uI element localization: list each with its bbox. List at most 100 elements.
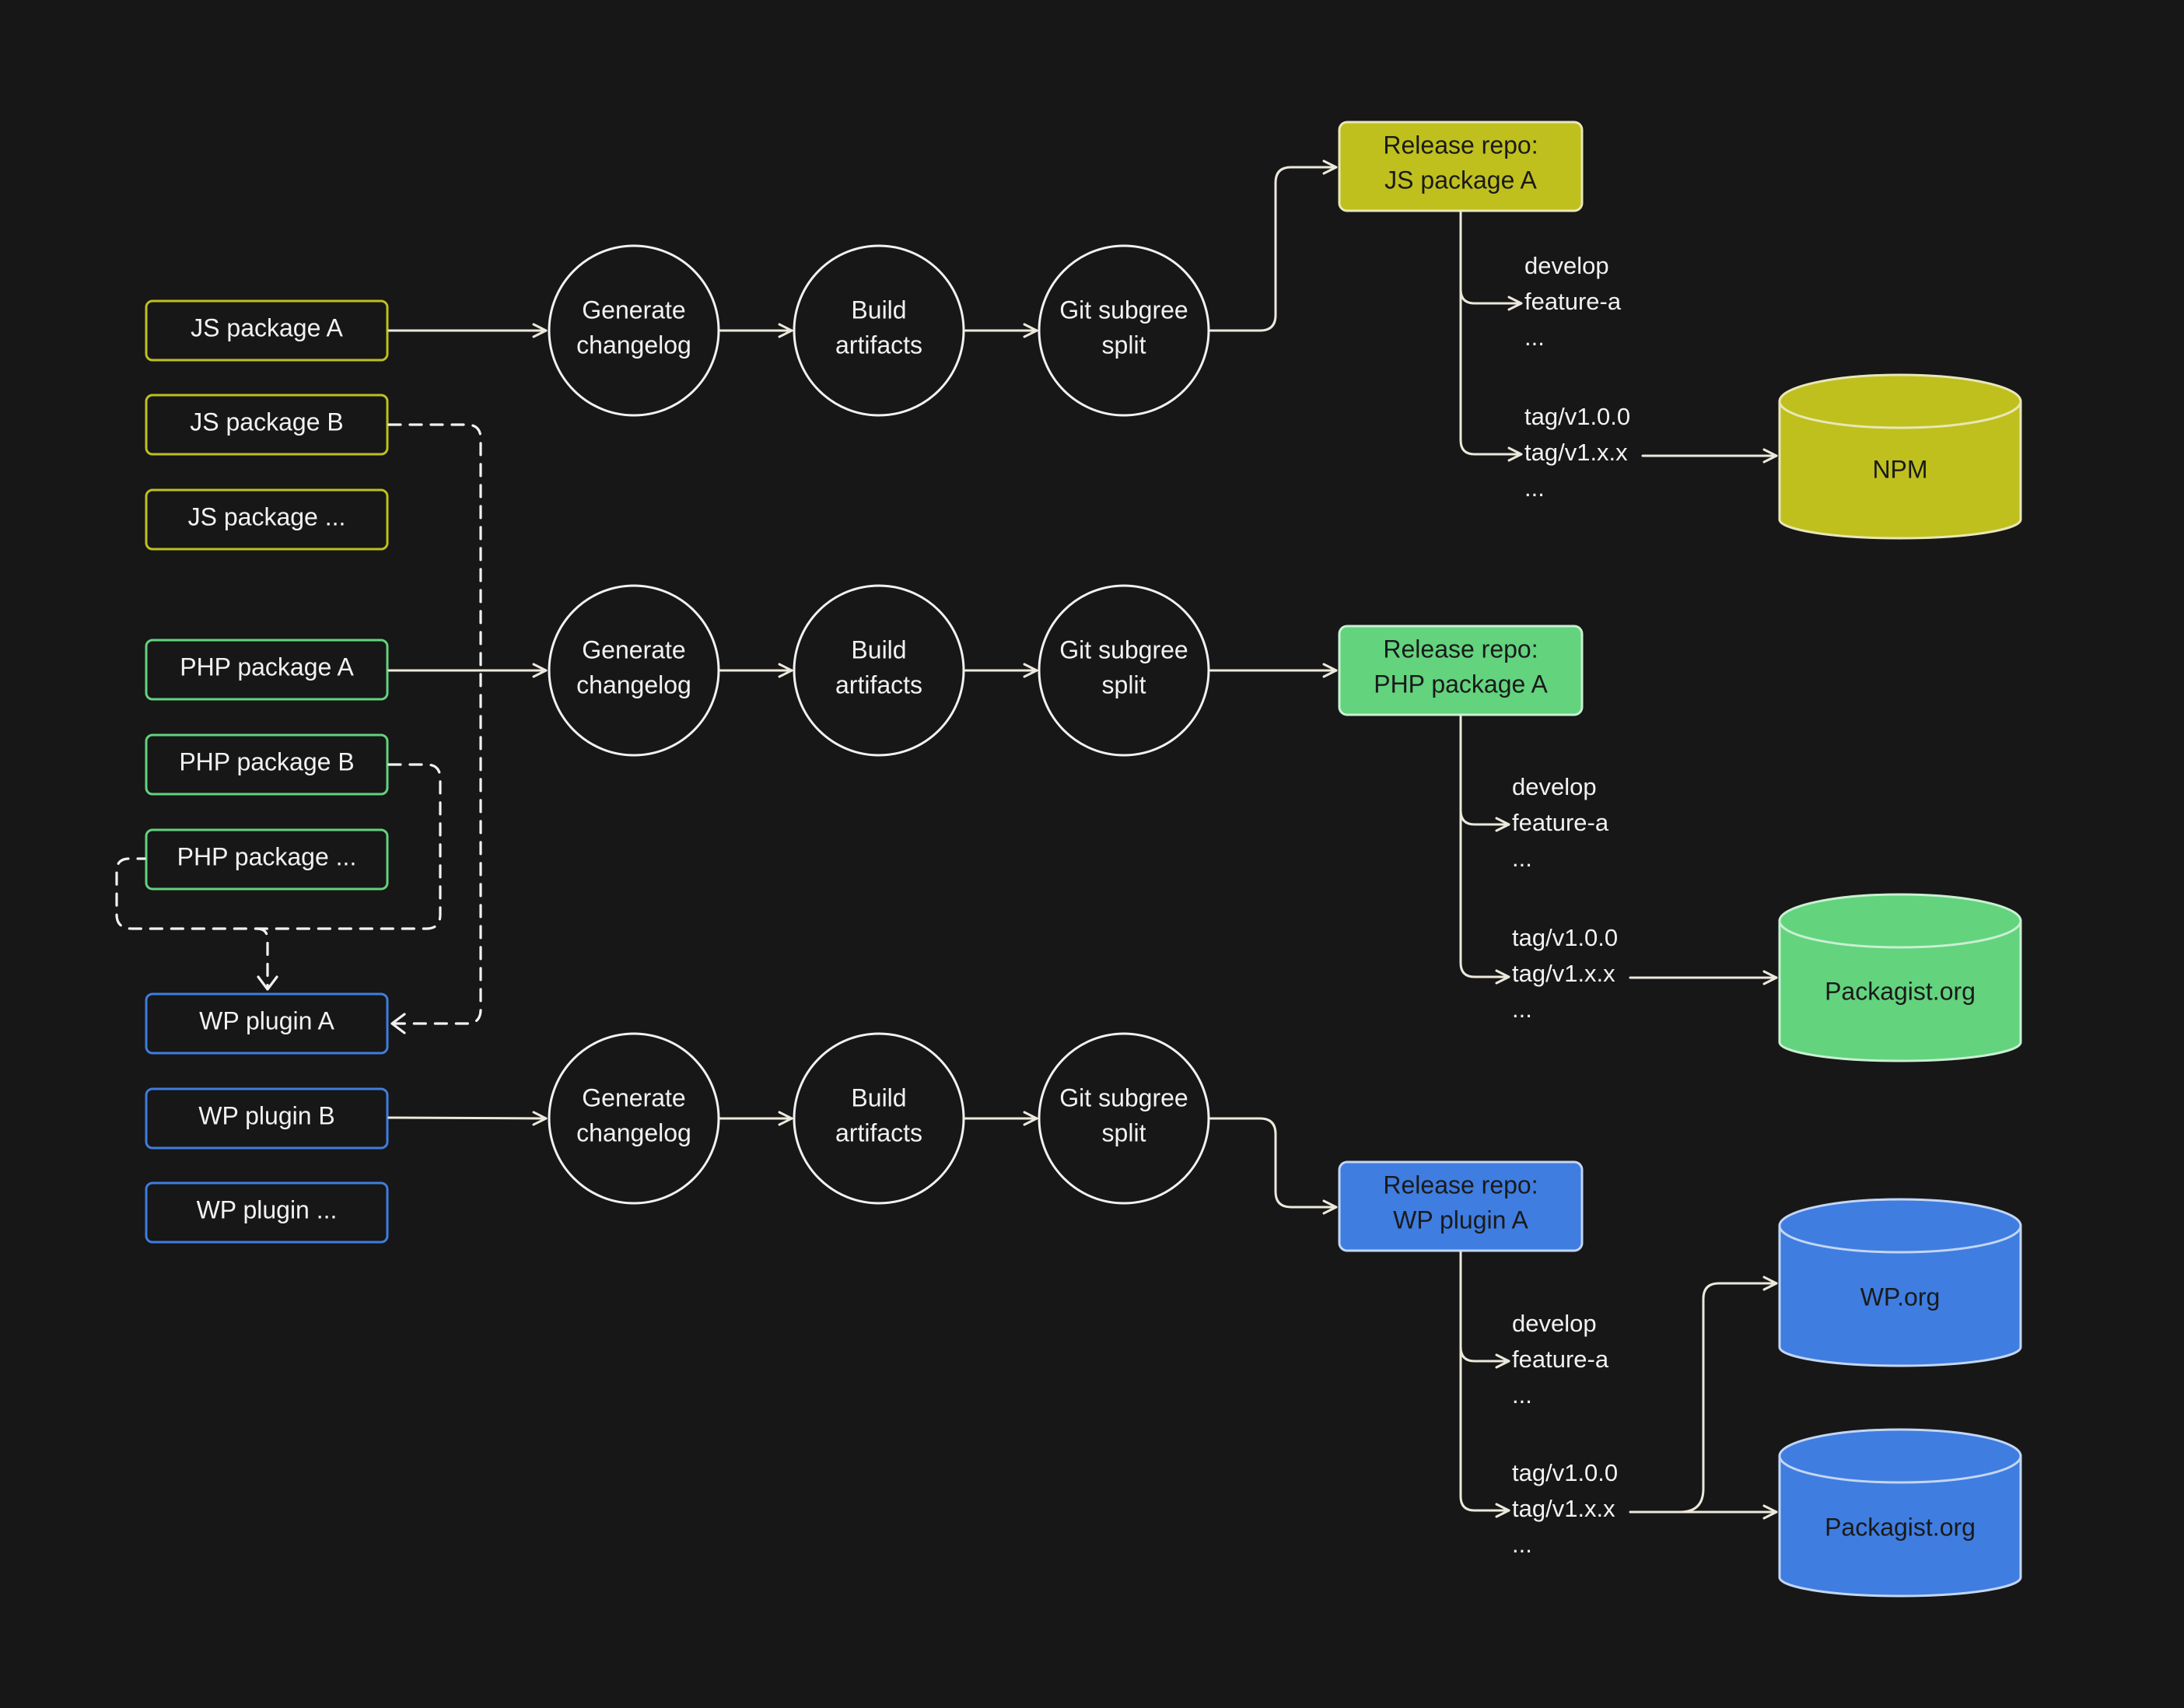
- php-tag-more: ...: [1512, 996, 1532, 1023]
- js-git-subtree-split-line2: split: [1102, 331, 1146, 359]
- wp-release-repo-line1: Release repo:: [1383, 1171, 1538, 1199]
- js-package-more-frame: [145, 488, 389, 551]
- wp-generate-changelog-line1: Generate: [582, 1083, 685, 1111]
- js-tag-v100: tag/v1.0.0: [1524, 403, 1630, 430]
- wporg-label: WP.org: [1860, 1283, 1941, 1311]
- npm-label: NPM: [1872, 455, 1927, 483]
- wp-tag-list: tag/v1.0.0 tag/v1.x.x ...: [1512, 1459, 1618, 1558]
- wp-release-repo: Release repo: WP plugin A: [1338, 1160, 1584, 1252]
- wp-git-subtree-split-circle: [1038, 1032, 1210, 1205]
- js-release-to-dev-branches: [1459, 211, 1523, 311]
- wp-plugin-b-box: WP plugin B: [145, 1087, 389, 1150]
- packagist-php-registry: Packagist.org: [1778, 893, 2022, 1062]
- packagist-php-cylinder-top: [1778, 893, 2022, 949]
- wp-tag-v100: tag/v1.0.0: [1512, 1459, 1618, 1486]
- wp-plugin-a-label: WP plugin A: [199, 1006, 334, 1034]
- php-release-repo: Release repo: PHP package A: [1338, 625, 1584, 716]
- wp-plugin-b-label: WP plugin B: [198, 1101, 335, 1129]
- wp-release-to-dev-branches: [1459, 1251, 1510, 1369]
- js-package-a-box: JS package A: [145, 299, 389, 362]
- wp-plugin-more-frame: [145, 1181, 389, 1244]
- npm-cylinder-body: [1778, 400, 2022, 540]
- php-build-artifacts-step: Build artifacts: [793, 584, 965, 757]
- js-branch-develop: develop: [1524, 252, 1609, 279]
- js-git-subtree-split-step: Git subgree split: [1038, 244, 1210, 417]
- npm-registry: NPM: [1778, 373, 2022, 540]
- php-build-artifacts-line2: artifacts: [835, 670, 922, 698]
- packagist-wp-label: Packagist.org: [1825, 1513, 1976, 1541]
- php-package-a-frame: [145, 639, 389, 701]
- wp-plugin-a-frame: [145, 992, 389, 1055]
- npm-cylinder-top: [1778, 373, 2022, 429]
- js-b-to-wp-a-dependency: [387, 423, 482, 1025]
- packagist-wp-cylinder-body: [1778, 1454, 2022, 1598]
- php-tag-v1xx: tag/v1.x.x: [1512, 960, 1615, 987]
- php-release-to-tag-branches: [1459, 809, 1510, 985]
- wp-generate-changelog-line2: changelog: [576, 1118, 691, 1146]
- js-tag-v1xx: tag/v1.x.x: [1524, 439, 1628, 466]
- js-package-a-frame: [145, 299, 389, 362]
- wporg-registry: WP.org: [1778, 1198, 2022, 1367]
- php-build-artifacts-line1: Build: [851, 635, 906, 663]
- js-release-repo: Release repo: JS package A: [1338, 121, 1584, 212]
- wp-generate-changelog-circle: [548, 1032, 720, 1205]
- php-package-b-box: PHP package B: [145, 733, 389, 796]
- wp-git-subtree-split-line1: Git subgree: [1059, 1083, 1188, 1111]
- wp-build-artifacts-circle: [793, 1032, 965, 1205]
- js-package-more-box: JS package ...: [145, 488, 389, 551]
- php-b-to-wp-a-dependency: [115, 763, 442, 930]
- js-release-repo-line2: JS package A: [1384, 166, 1537, 194]
- php-generate-changelog-circle: [548, 584, 720, 757]
- wp-generate-changelog-step: Generate changelog: [548, 1032, 720, 1205]
- js-build-artifacts-circle: [793, 244, 965, 417]
- js-dev-branch-list: develop feature-a ...: [1524, 252, 1622, 351]
- packagist-wp-registry: Packagist.org: [1778, 1428, 2022, 1598]
- php-generate-changelog-step: Generate changelog: [548, 584, 720, 757]
- wporg-cylinder-body: [1778, 1224, 2022, 1367]
- php-git-subtree-split-line1: Git subgree: [1059, 635, 1188, 663]
- php-group-dependency-arrowhead: [257, 975, 278, 991]
- js-tag-list: tag/v1.0.0 tag/v1.x.x ...: [1524, 403, 1630, 502]
- js-git-subtree-split-circle: [1038, 244, 1210, 417]
- js-tag-more: ...: [1524, 474, 1545, 502]
- js-generate-changelog-line2: changelog: [576, 331, 691, 359]
- wp-plugin-more-label: WP plugin ...: [197, 1195, 338, 1223]
- php-git-subtree-split-line2: split: [1102, 670, 1146, 698]
- js-generate-changelog-line1: Generate: [582, 296, 685, 324]
- js-generate-changelog-step: Generate changelog: [548, 244, 720, 417]
- packagist-wp-cylinder-top: [1778, 1428, 2022, 1484]
- php-group-down-dependency: [255, 927, 269, 988]
- wp-build-artifacts-line2: artifacts: [835, 1118, 922, 1146]
- php-package-b-label: PHP package B: [179, 747, 354, 775]
- packagist-php-cylinder-body: [1778, 919, 2022, 1062]
- js-branch-feature: feature-a: [1524, 288, 1622, 315]
- php-package-a-box: PHP package A: [145, 639, 389, 701]
- wp-plugin-a-box: WP plugin A: [145, 992, 389, 1055]
- js-release-repo-frame: [1338, 121, 1584, 212]
- js-build-artifacts-line2: artifacts: [835, 331, 922, 359]
- php-generate-changelog-line2: changelog: [576, 670, 691, 698]
- wp-plugin-b-frame: [145, 1087, 389, 1150]
- php-package-a-label: PHP package A: [180, 653, 354, 681]
- js-release-to-tag-branches: [1459, 288, 1523, 462]
- php-package-more-frame: [145, 828, 389, 891]
- js-split-to-release-arrow: [1209, 159, 1338, 332]
- js-build-artifacts-step: Build artifacts: [793, 244, 965, 417]
- js-package-b-label: JS package B: [190, 408, 343, 436]
- wp-split-to-release-arrow: [1209, 1117, 1338, 1215]
- php-tag-v100: tag/v1.0.0: [1512, 924, 1618, 951]
- php-tag-list: tag/v1.0.0 tag/v1.x.x ...: [1512, 924, 1618, 1023]
- wp-release-to-tag-branches: [1459, 1346, 1510, 1518]
- js-branch-more: ...: [1524, 324, 1545, 351]
- php-release-repo-frame: [1338, 625, 1584, 716]
- wp-plugin-more-box: WP plugin ...: [145, 1181, 389, 1244]
- packagist-php-label: Packagist.org: [1825, 977, 1976, 1005]
- wp-branch-more: ...: [1512, 1381, 1532, 1409]
- php-branch-feature: feature-a: [1512, 809, 1609, 836]
- php-release-to-dev-branches: [1459, 715, 1510, 832]
- php-branch-more: ...: [1512, 845, 1532, 872]
- php-release-repo-line2: PHP package A: [1374, 670, 1548, 698]
- js-build-artifacts-line1: Build: [851, 296, 906, 324]
- wp-release-repo-frame: [1338, 1160, 1584, 1252]
- js-package-b-box: JS package B: [145, 394, 389, 456]
